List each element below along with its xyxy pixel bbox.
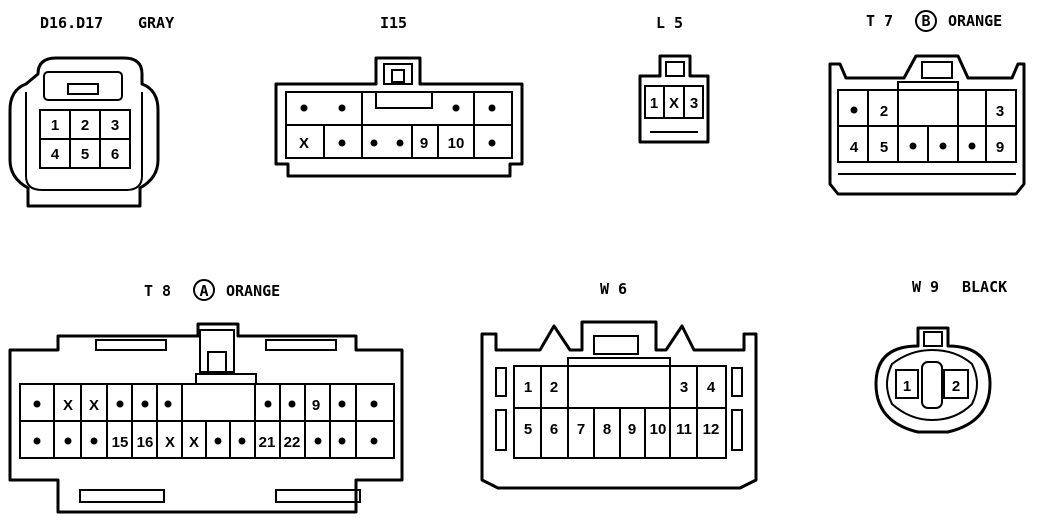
connector-d16-d17: D16.D17 GRAY 1 2 3 4 5 6 bbox=[8, 14, 174, 208]
w6-pin-9: 9 bbox=[628, 421, 636, 438]
w9-pin-2: 2 bbox=[952, 378, 960, 395]
t7-badge-circle bbox=[915, 10, 937, 32]
d16-color: GRAY bbox=[138, 14, 174, 32]
t8-pin-x4: X bbox=[189, 434, 199, 451]
w6-title: W 6 bbox=[600, 280, 627, 298]
t8-pin-x2: X bbox=[89, 397, 99, 414]
t8-color: ORANGE bbox=[226, 282, 280, 300]
w6-pin-4: 4 bbox=[707, 379, 716, 396]
t7-badge: B bbox=[921, 12, 930, 30]
t8-title: T 8 bbox=[144, 282, 171, 300]
w6-pin-2: 2 bbox=[550, 379, 558, 396]
d16-pin-2: 2 bbox=[81, 117, 89, 134]
d16-pin-1: 1 bbox=[51, 117, 59, 134]
d16-pin-4: 4 bbox=[51, 146, 60, 163]
t8-pin-15: 15 bbox=[112, 434, 129, 451]
w6-pin-12: 12 bbox=[703, 421, 720, 438]
d16-pin-5: 5 bbox=[81, 146, 89, 163]
t7-pin-4: 4 bbox=[850, 139, 859, 156]
d16-pin-6: 6 bbox=[111, 146, 119, 163]
t8-pin-x3: X bbox=[165, 434, 175, 451]
w9-pin-1: 1 bbox=[903, 378, 911, 395]
w9-title: W 9 bbox=[912, 278, 939, 296]
t7-color: ORANGE bbox=[948, 12, 1002, 30]
d16-title: D16.D17 bbox=[40, 14, 103, 32]
t7-pin-5: 5 bbox=[880, 139, 888, 156]
t8-dividers bbox=[53, 384, 357, 458]
l5-pin-x: X bbox=[669, 95, 679, 112]
w6-pin-3: 3 bbox=[680, 379, 688, 396]
l5-pin-1: 1 bbox=[650, 95, 658, 112]
w6-pin-1: 1 bbox=[524, 379, 532, 396]
t8-row2: 15 16 X X 21 22 bbox=[33, 434, 378, 451]
w6-pin-5: 5 bbox=[524, 421, 532, 438]
l5-title: L 5 bbox=[656, 14, 683, 32]
t7-pin-2: 2 bbox=[880, 103, 888, 120]
t8-pin-x1: X bbox=[63, 397, 73, 414]
t8-badge-circle bbox=[193, 279, 215, 301]
t7-title: T 7 bbox=[866, 12, 893, 30]
t8-pin-16: 16 bbox=[137, 434, 154, 451]
w6-pin-7: 7 bbox=[577, 421, 585, 438]
i15-pin-10: 10 bbox=[448, 135, 465, 152]
l5-pin-3: 3 bbox=[690, 95, 698, 112]
connector-w9: W 9 BLACK 1 2 bbox=[874, 278, 1007, 434]
connector-w6: W 6 1 2 3 4 5 6 7 8 9 10 11 12 bbox=[480, 280, 758, 490]
w6-pin-11: 11 bbox=[676, 421, 692, 438]
d16-pin-3: 3 bbox=[111, 117, 119, 134]
w6-pin-10: 10 bbox=[650, 421, 667, 438]
t8-row1: X X 9 bbox=[33, 397, 378, 414]
connector-t8: T 8 A ORANGE X X 9 15 bbox=[8, 279, 404, 514]
connector-l5: L 5 1 X 3 bbox=[638, 14, 710, 144]
connector-i15: I15 X 9 10 bbox=[274, 14, 524, 178]
w6-pin-6: 6 bbox=[550, 421, 558, 438]
t8-badge: A bbox=[199, 282, 208, 300]
i15-pin-9: 9 bbox=[420, 135, 428, 152]
i15-pins: X 9 10 bbox=[299, 104, 496, 152]
t7-pin-3: 3 bbox=[996, 103, 1004, 120]
i15-title: I15 bbox=[380, 14, 407, 32]
i15-pin-x: X bbox=[299, 135, 309, 152]
t8-pin-22: 22 bbox=[284, 434, 301, 451]
w9-color: BLACK bbox=[962, 278, 1007, 296]
w6-pin-8: 8 bbox=[603, 421, 611, 438]
t7-pin-9: 9 bbox=[996, 139, 1004, 156]
t8-pin-9: 9 bbox=[312, 397, 320, 414]
connector-t7: T 7 B ORANGE 2 3 4 5 9 bbox=[828, 10, 1026, 196]
t8-pin-21: 21 bbox=[259, 434, 276, 451]
